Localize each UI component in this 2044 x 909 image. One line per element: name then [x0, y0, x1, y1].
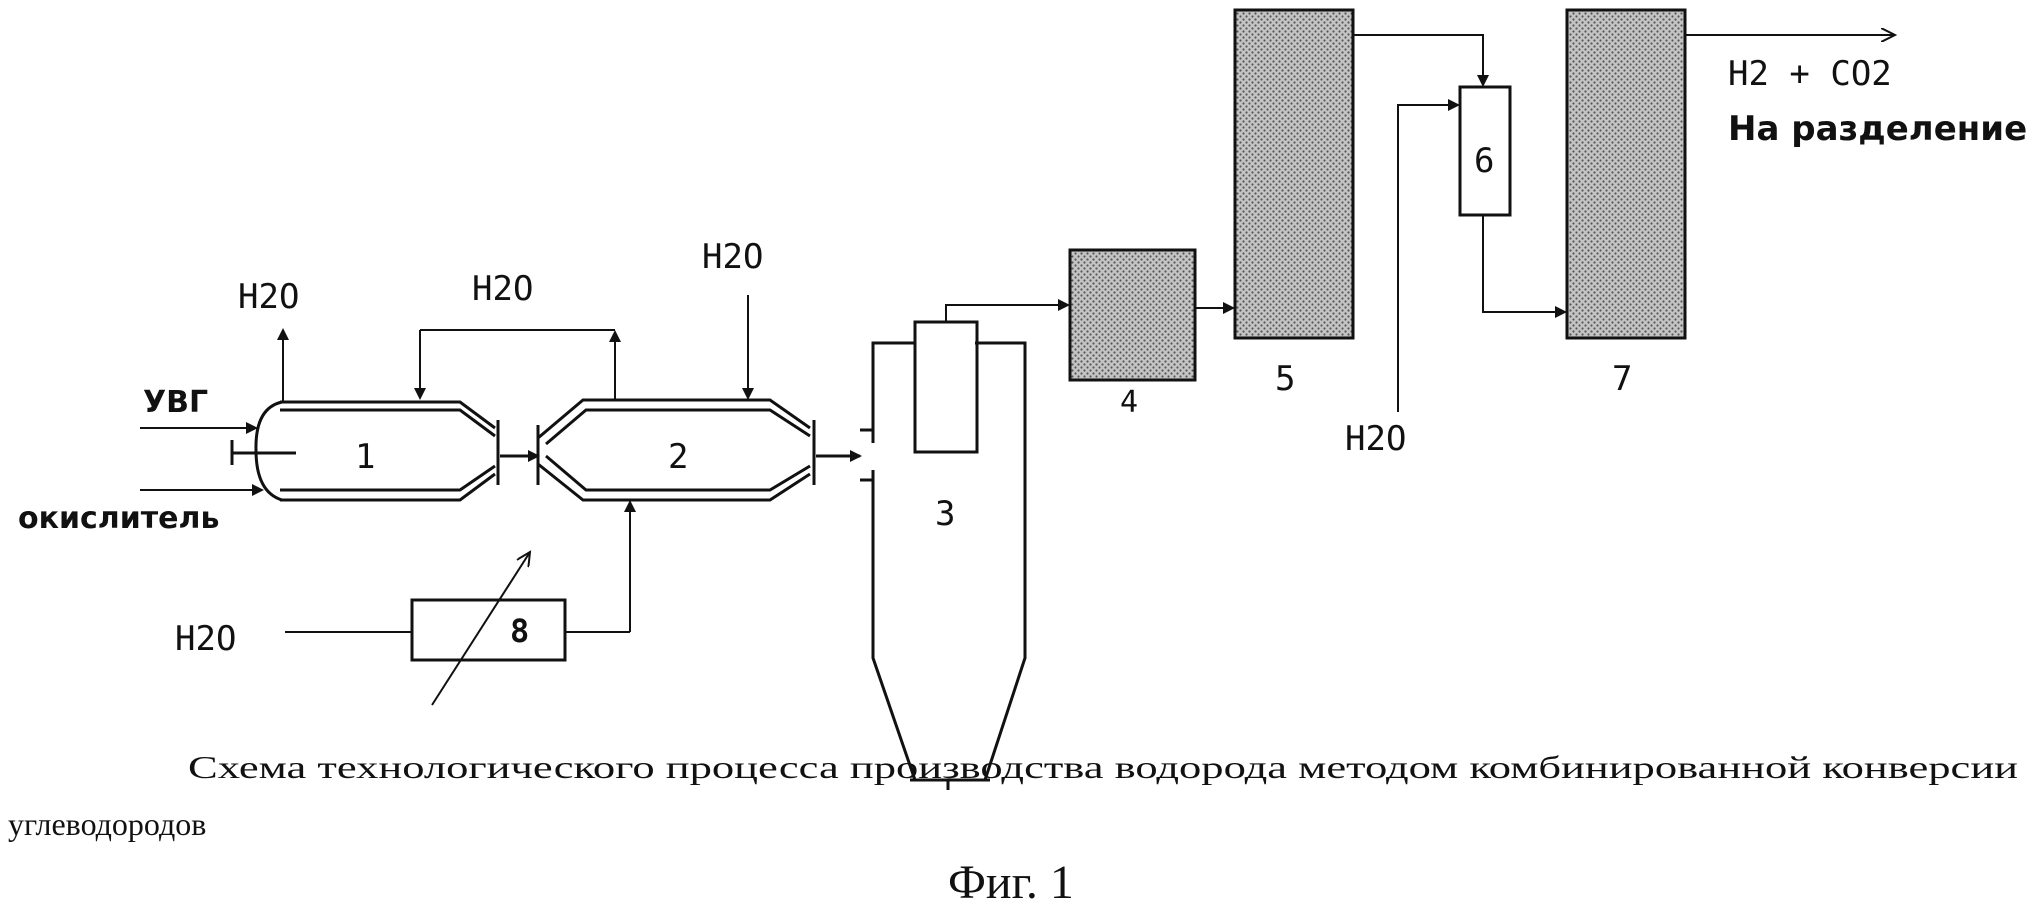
cyclone-3: 3: [860, 320, 1027, 790]
uvg-label: УВГ: [143, 385, 208, 420]
oxidizer-label: окислитель: [18, 501, 219, 536]
caption-line-1: Схема технологического процесса производ…: [188, 749, 2018, 785]
unit-3-label: 3: [935, 494, 955, 534]
flow-water-to-6: [1397, 99, 1460, 412]
unit-6-block: [1458, 85, 1512, 217]
unit-1-label: 1: [355, 437, 375, 477]
unit-7-label: 7: [1612, 359, 1632, 399]
h2o-label-5: H2O: [1345, 419, 1406, 459]
h2o-label-1: H2O: [238, 277, 299, 317]
figure-label: Фиг. 1: [948, 856, 1074, 909]
flow-3-to-4: [945, 299, 1070, 322]
unit-8-label: 8: [510, 612, 529, 650]
flow-6-to-7: [1482, 215, 1567, 318]
unit-2-label: 2: [668, 437, 688, 477]
unit-6-label: 6: [1474, 141, 1494, 181]
separation-label: На разделение: [1728, 109, 2027, 149]
caption-line-2: углеводородов: [8, 806, 206, 842]
reactor-1: 1: [230, 400, 500, 502]
reactor-2: 2: [536, 398, 816, 502]
unit-4-block: [1068, 248, 1197, 382]
h2o-label-2: H2O: [472, 269, 533, 309]
products-label: H2 + CO2: [1728, 54, 1892, 94]
unit-5-label: 5: [1275, 359, 1295, 399]
h2o-label-4: H2O: [175, 619, 236, 659]
unit-4-label: 4: [1120, 385, 1138, 420]
unit-8-block: [410, 598, 567, 662]
steam-lines: [140, 295, 754, 706]
unit-7-block: [1565, 8, 1687, 340]
h2o-label-3: H2O: [702, 237, 763, 277]
unit-5-block: [1233, 8, 1355, 340]
flow-5-to-6: [1353, 34, 1489, 87]
